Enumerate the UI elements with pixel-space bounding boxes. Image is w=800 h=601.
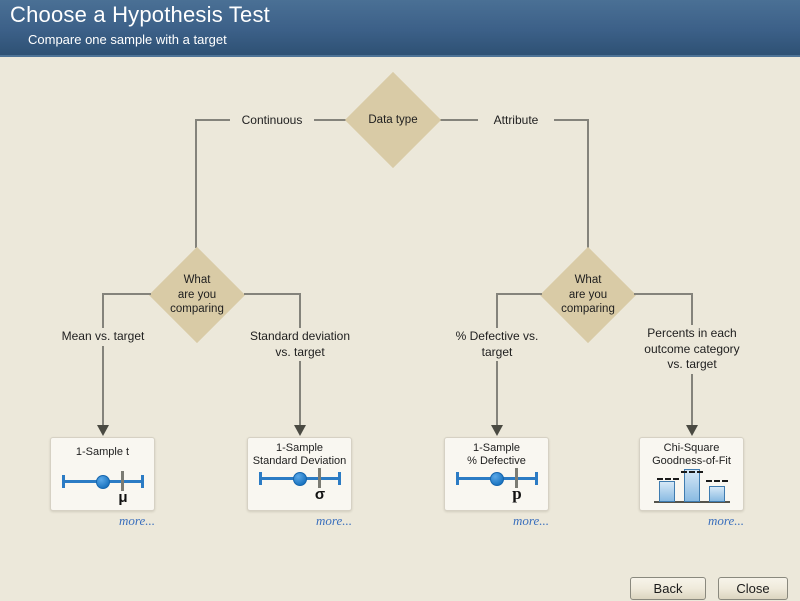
decision-node-label: What are you comparing bbox=[170, 274, 224, 316]
sample-mean-dot-icon bbox=[490, 472, 504, 486]
test-card-chi-square-goodness-of-fit[interactable]: Chi-Square Goodness-of-Fit bbox=[639, 437, 744, 511]
close-button[interactable]: Close bbox=[718, 577, 788, 600]
connector-leaf-3 bbox=[496, 293, 542, 295]
connector-left-down bbox=[195, 119, 197, 248]
test-card-title: 1-Sample % Defective bbox=[467, 442, 526, 468]
bar-chart-icon bbox=[654, 463, 730, 503]
target-symbol: σ bbox=[314, 486, 326, 503]
target-symbol: p bbox=[512, 484, 522, 503]
back-button[interactable]: Back bbox=[630, 577, 706, 600]
decision-node-label: Data type bbox=[368, 113, 418, 126]
test-card-title: 1-Sample t bbox=[75, 446, 130, 458]
connector-leaf-4 bbox=[634, 293, 692, 295]
edge-label-continuous: Continuous bbox=[230, 112, 314, 130]
test-card-title: Chi-Square Goodness-of-Fit bbox=[652, 442, 731, 468]
sample-mean-dot-icon bbox=[96, 475, 110, 489]
decision-node-comparing-attribute: What are you comparing bbox=[540, 247, 636, 343]
decision-node-comparing-continuous: What are you comparing bbox=[149, 247, 245, 343]
connector-leaf-1 bbox=[102, 293, 151, 295]
target-symbol: μ bbox=[118, 489, 128, 506]
more-link[interactable]: more... bbox=[119, 513, 155, 528]
branch-label-mean-vs-target: Mean vs. target bbox=[48, 328, 158, 346]
page-title: Choose a Hypothesis Test bbox=[10, 2, 270, 27]
arrow-down-icon bbox=[491, 425, 503, 436]
decision-node-label: What are you comparing bbox=[561, 274, 615, 316]
test-card-title: 1-Sample Standard Deviation bbox=[252, 442, 347, 468]
branch-label-percents-vs-target: Percents in each outcome category vs. ta… bbox=[627, 325, 757, 374]
arrow-down-icon bbox=[294, 425, 306, 436]
confidence-interval-icon: p bbox=[456, 467, 538, 507]
more-link[interactable]: more... bbox=[316, 513, 352, 528]
confidence-interval-icon: μ bbox=[62, 470, 144, 510]
edge-label-attribute: Attribute bbox=[478, 112, 554, 130]
test-card-1-sample-pct-defective[interactable]: 1-Sample % Defective p bbox=[444, 437, 549, 511]
confidence-interval-icon: σ bbox=[259, 467, 341, 507]
connector-right-down bbox=[587, 119, 589, 248]
connector-leaf-2 bbox=[244, 293, 301, 295]
more-link[interactable]: more... bbox=[513, 513, 549, 528]
decision-node-data-type: Data type bbox=[345, 72, 441, 168]
page-subtitle: Compare one sample with a target bbox=[28, 32, 227, 47]
test-card-1-sample-t[interactable]: 1-Sample t μ bbox=[50, 437, 155, 511]
dialog-header: Choose a Hypothesis Test Compare one sam… bbox=[0, 0, 800, 57]
sample-mean-dot-icon bbox=[293, 472, 307, 486]
arrow-down-icon bbox=[97, 425, 109, 436]
test-card-1-sample-standard-deviation[interactable]: 1-Sample Standard Deviation σ bbox=[247, 437, 352, 511]
connector-leaf-1-down bbox=[102, 293, 104, 426]
branch-label-stdev-vs-target: Standard deviation vs. target bbox=[240, 328, 360, 362]
arrow-down-icon bbox=[686, 425, 698, 436]
more-link[interactable]: more... bbox=[708, 513, 744, 528]
branch-label-pct-defective-vs-target: % Defective vs. target bbox=[437, 328, 557, 362]
